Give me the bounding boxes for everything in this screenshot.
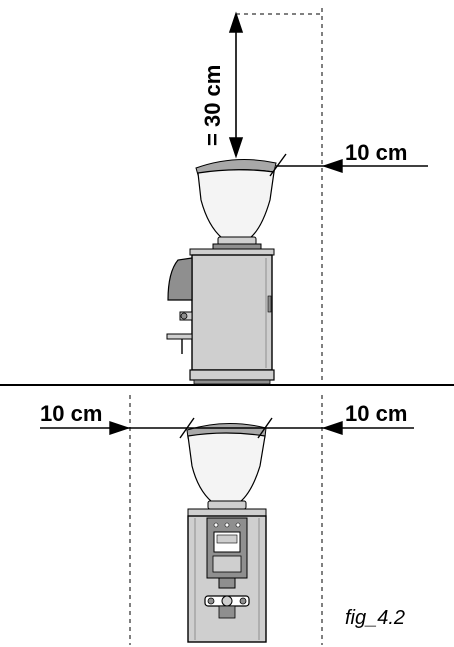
bottom-clearance-arrows [40, 417, 414, 439]
arrow-head-right [109, 421, 131, 435]
side-body-top [189, 248, 275, 256]
side-clearance-arrow-top-right [269, 153, 428, 177]
front-hopper-collar [207, 500, 247, 510]
front-hopper-bowl [187, 432, 266, 503]
front-button-2 [224, 522, 230, 528]
top-clearance-arrow [228, 11, 244, 159]
front-fork-base [218, 605, 236, 619]
side-clearance-label-bottom-left: 10 cm [40, 401, 102, 426]
side-foot [193, 379, 271, 385]
tick-mark-right [257, 417, 273, 439]
arrow-head-up [228, 11, 244, 33]
top-clearance-label: = 30 cm [200, 65, 225, 146]
front-fork-center [221, 595, 233, 607]
dashed-guide-lines [129, 8, 323, 645]
side-body [191, 254, 273, 371]
grinder-front-view [186, 423, 267, 643]
front-fork-knob-left [207, 597, 215, 605]
side-fork-arm [166, 333, 193, 340]
tick-mark-left [179, 417, 195, 439]
side-knob [180, 312, 188, 320]
figure-caption: fig_4.2 [345, 607, 405, 629]
side-front-spout [167, 257, 193, 301]
side-body-slot [267, 295, 272, 313]
tick-mark [269, 153, 287, 177]
arrow-head-down [228, 137, 244, 159]
front-spout [218, 577, 236, 589]
front-button-1 [213, 522, 219, 528]
arrow-head-left [321, 159, 343, 173]
front-button-3 [235, 522, 241, 528]
front-fork-knob-right [239, 597, 247, 605]
arrow-head-left [321, 421, 343, 435]
side-base [189, 369, 275, 381]
front-display-screen [216, 534, 238, 544]
side-hopper-bowl [197, 169, 275, 239]
side-clearance-label-top-right: 10 cm [345, 140, 407, 165]
grinder-side-view [166, 158, 277, 385]
front-panel-lower [212, 555, 242, 573]
side-clearance-label-bottom-right: 10 cm [345, 401, 407, 426]
